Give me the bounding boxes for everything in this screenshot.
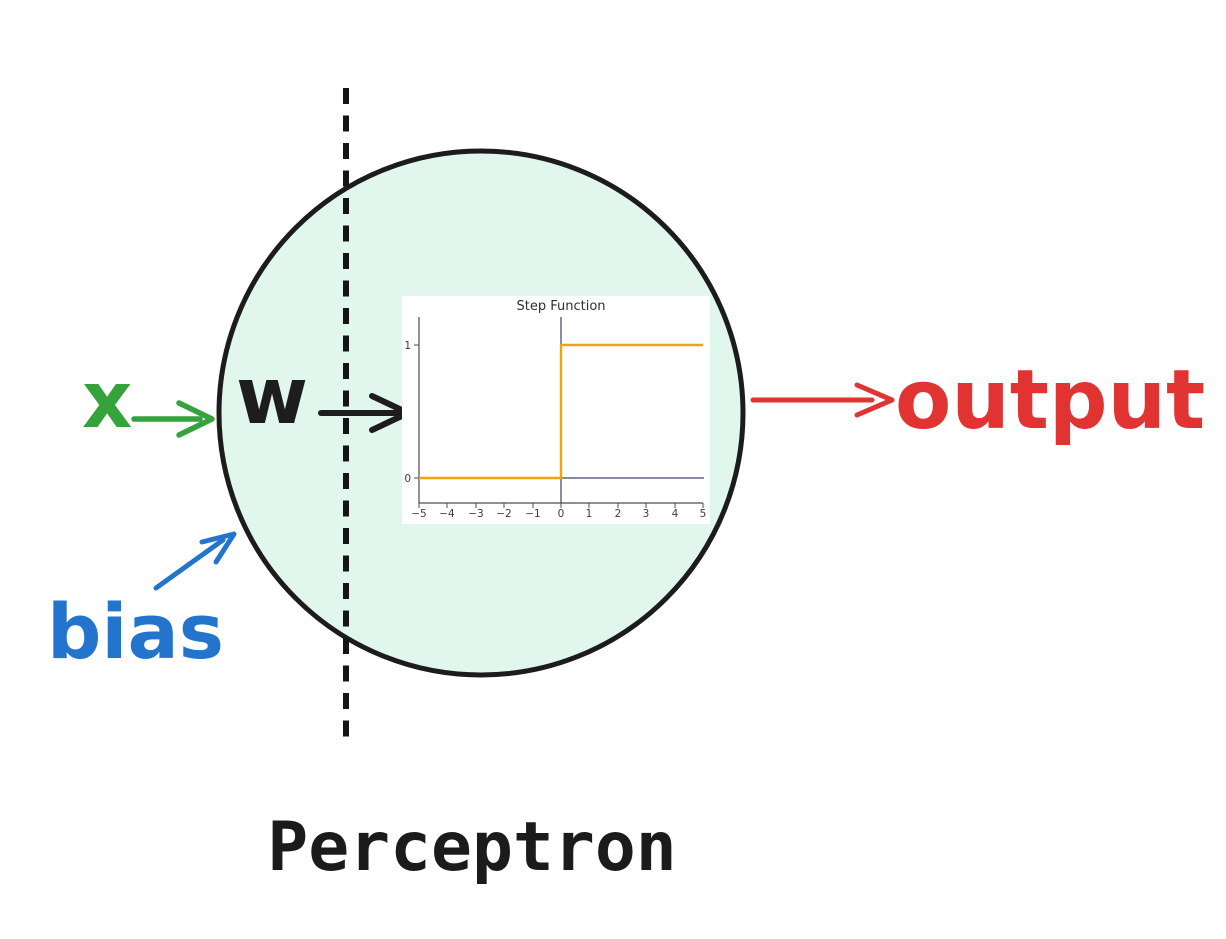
step-function-line <box>419 343 703 480</box>
input-arrowhead <box>176 400 215 438</box>
output-label: output <box>895 353 1206 448</box>
plot-title: Step Function <box>516 299 605 314</box>
bias-arrow-icon <box>153 531 237 591</box>
plot-y-tick-labels: 0 1 <box>404 340 411 485</box>
diagram-title: Perceptron <box>267 808 677 887</box>
x-tick-label: 4 <box>672 508 679 520</box>
output-arrow-icon <box>750 382 895 418</box>
bias-arrowhead <box>199 531 237 565</box>
x-tick-label: −5 <box>411 508 426 520</box>
bias-arrow-shaft <box>153 537 226 591</box>
input-x-label: x <box>82 356 133 446</box>
input-arrow-icon <box>131 400 215 438</box>
x-tick-label: 5 <box>700 508 707 520</box>
step-function-plot: Step Function <box>402 296 710 524</box>
bias-label: bias <box>47 587 224 676</box>
plot-x-tick-labels: −5 −4 −3 −2 −1 0 1 2 3 4 5 <box>411 508 706 520</box>
x-tick-label: −1 <box>525 508 540 520</box>
x-tick-label: 0 <box>558 508 565 520</box>
plot-tick-marks <box>414 344 704 508</box>
x-tick-label: −2 <box>496 508 511 520</box>
x-tick-label: −3 <box>468 508 483 520</box>
output-arrowhead <box>854 382 895 418</box>
x-tick-label: 2 <box>615 508 622 520</box>
plot-background <box>402 296 710 524</box>
y-tick-label: 1 <box>404 340 411 352</box>
x-tick-label: 3 <box>643 508 650 520</box>
y-tick-label: 0 <box>404 473 411 485</box>
x-tick-label: 1 <box>586 508 593 520</box>
weight-w-label: w <box>236 352 309 442</box>
x-tick-label: −4 <box>439 508 455 520</box>
